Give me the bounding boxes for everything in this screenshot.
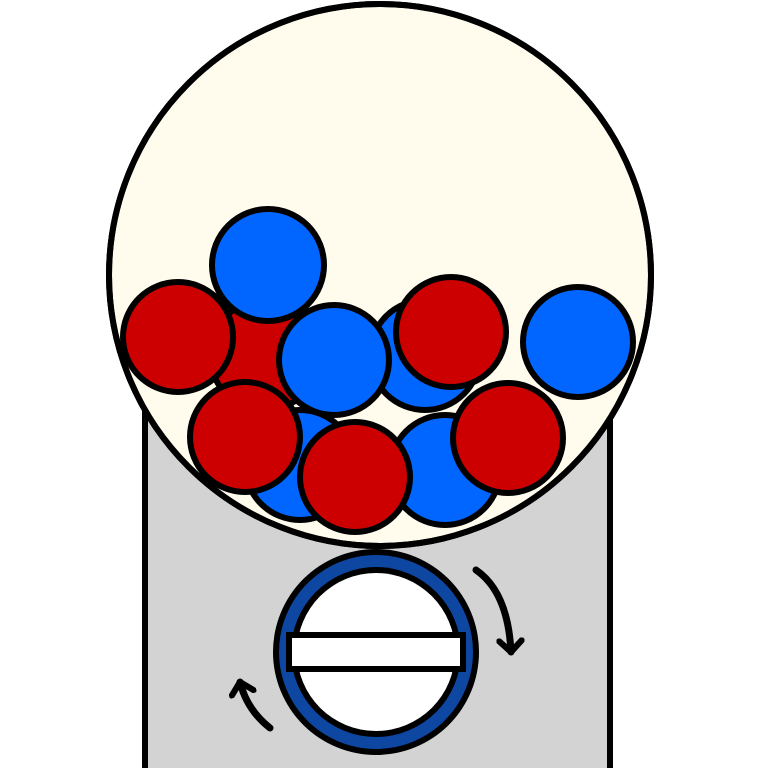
red-gumball-4 [187, 379, 303, 495]
blue-gumball-5 [276, 302, 392, 418]
rotate-arrow-left-icon [240, 678, 274, 732]
red-gumball-3 [393, 274, 509, 390]
blue-gumball-4 [209, 206, 327, 324]
turn-knob[interactable] [273, 549, 479, 755]
red-gumball-5 [450, 380, 566, 496]
red-gumball-6 [297, 419, 413, 535]
glass-globe-outline [106, 1, 654, 549]
rotate-clockwise-arrows-icon [240, 566, 511, 732]
rotate-arrow-right-icon [472, 566, 511, 656]
blue-gumball-6 [520, 284, 636, 400]
knob-handle-slot [286, 632, 466, 672]
gumball-pile [120, 206, 636, 535]
red-gumball-2 [120, 279, 236, 395]
